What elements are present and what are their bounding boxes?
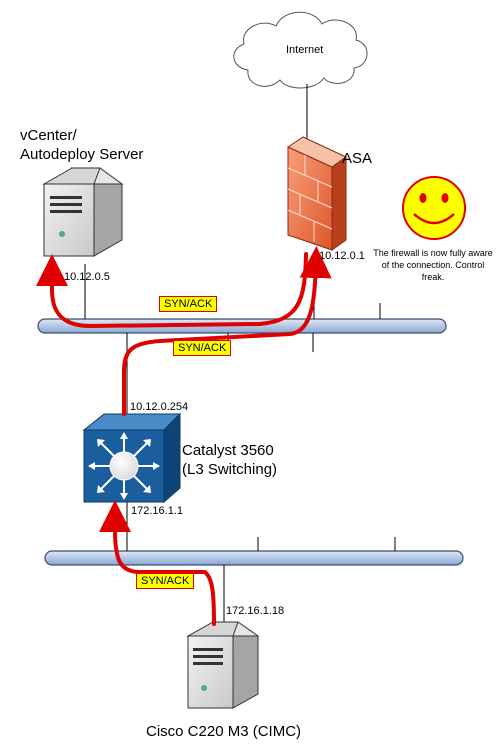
vcenter-ip: 10.12.0.5 xyxy=(64,271,110,283)
catalyst-to-asa-arrow xyxy=(122,246,332,416)
syn-ack-tag-lower: SYN/ACK xyxy=(136,573,195,589)
syn-ack-flow-arrows xyxy=(36,246,332,626)
asa-ip: 10.12.0.1 xyxy=(319,250,365,262)
smiley-note: The firewall is now fully aware of the c… xyxy=(373,248,493,282)
vcenter-server-icon xyxy=(42,167,124,257)
cisco-title: Cisco C220 M3 (CIMC) xyxy=(146,723,302,740)
asa-title: ASA xyxy=(342,150,373,167)
vcenter-title: vCenter/ Autodeploy Server xyxy=(20,127,144,163)
internet-label: Internet xyxy=(286,44,324,56)
catalyst-switch-icon xyxy=(82,412,182,504)
asa-firewall-icon xyxy=(286,136,347,251)
catalyst-ip-top: 10.12.0.254 xyxy=(130,401,189,413)
cisco-server-icon xyxy=(186,621,260,709)
cisco-to-catalyst-arrow xyxy=(99,500,216,626)
syn-ack-tag-upper: SYN/ACK xyxy=(159,296,218,312)
internet-cloud-icon xyxy=(233,11,368,89)
lower-segment-bus xyxy=(44,537,464,579)
syn-ack-tag-middle: SYN/ACK xyxy=(173,340,232,356)
asa-to-vcenter-arrow xyxy=(36,252,308,329)
catalyst-title: Catalyst 3560 (L3 Switching) xyxy=(182,442,278,478)
cisco-ip: 172.16.1.18 xyxy=(226,605,285,617)
catalyst-ip-bottom: 172.16.1.1 xyxy=(131,505,183,517)
smiley-icon xyxy=(402,176,466,240)
